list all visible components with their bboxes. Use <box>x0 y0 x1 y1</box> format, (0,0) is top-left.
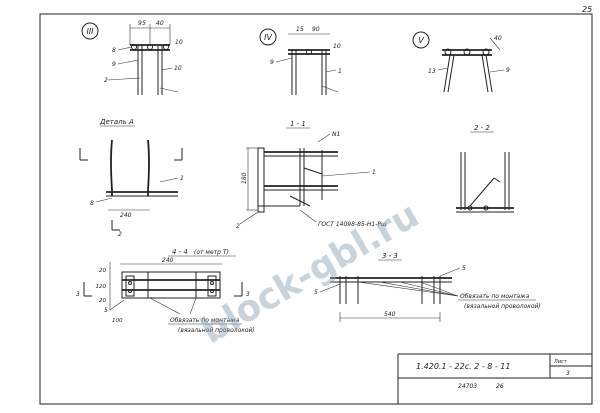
title-block: 1.420.1 - 22с. 2 - 8 - 11 Лист 3 24703 2… <box>397 353 592 404</box>
node-v-leader-13: 13 <box>428 68 436 75</box>
section-3-3-note-1: Обвязать по монтажа <box>460 293 530 300</box>
node-iv-leader-9: 9 <box>270 59 274 66</box>
section-1-1-title: 1 - 1 <box>290 120 306 128</box>
page-number: 25 <box>582 5 592 14</box>
section-4-4-subtitle: (от метр Т) <box>194 249 229 256</box>
section-1-1-leader-2: 2 <box>236 223 240 230</box>
section-4-4-dim-100: 100 <box>112 318 123 324</box>
node-v-marker <box>412 31 430 49</box>
node-iii-dim-3: 10 <box>175 39 183 46</box>
node-iv-dim-1: 15 <box>296 26 304 33</box>
node-iii: III 95 40 10 8 9 10 2 <box>81 20 183 95</box>
node-iv-dim-3: 10 <box>333 43 341 50</box>
section-4-4-dim-20b: 20 <box>99 298 106 304</box>
detail-a-dim-240: 240 <box>120 212 132 219</box>
node-v-leader-9: 9 <box>506 67 510 74</box>
node-iv-label: IV <box>264 33 272 42</box>
section-4-4-mark-left: 3 <box>76 291 80 298</box>
detail-a: Деталь А 8 1 240 2 <box>79 118 184 238</box>
detail-a-leader-1: 1 <box>180 175 184 182</box>
node-v-label: V <box>418 36 424 45</box>
node-iii-leader-2: 2 <box>104 77 108 84</box>
node-iii-leader-9: 9 <box>112 61 116 68</box>
section-1-1-leader-n1: N1 <box>332 131 340 138</box>
detail-a-mark-2: 2 <box>118 231 122 238</box>
node-iv-leader-1: 1 <box>338 68 342 75</box>
node-iii-leader-10: 10 <box>174 65 182 72</box>
node-iv: IV 15 90 10 9 1 <box>259 26 342 95</box>
title-sheet-number: 3 <box>566 370 570 377</box>
section-4-4-leader-5: 5 <box>104 307 108 314</box>
node-iv-dim-2: 90 <box>312 26 320 33</box>
node-iii-dim-1: 95 <box>138 20 146 27</box>
watermark: block-gbl.ru <box>194 195 426 353</box>
node-iv-marker <box>259 28 277 46</box>
node-iii-marker <box>81 22 99 40</box>
section-4-4-note-1: Обвязать по монтажа <box>170 317 240 324</box>
section-1-1-note: ГОСТ 14098-85-Н1-Рш <box>318 221 387 228</box>
section-4-4-title: 4 - 4 <box>172 248 188 256</box>
title-sheet-label: Лист <box>553 359 568 365</box>
section-3-3-note-2: (вязальной проволокой) <box>464 303 541 310</box>
title-inventory: 24703 <box>458 383 477 390</box>
section-3-3: 3 - 3 5 5 540 Обвязать по монтажа (вязал… <box>314 252 541 322</box>
title-designation: 1.420.1 - 22с. 2 - 8 - 11 <box>416 362 510 371</box>
detail-a-leader-8: 8 <box>90 200 94 207</box>
section-4-4-dim-120: 120 <box>96 284 107 290</box>
section-2-2: 2 - 2 <box>456 124 514 213</box>
node-iii-leader-8: 8 <box>112 47 116 54</box>
node-iii-label: III <box>86 27 94 36</box>
section-1-1-leader-1: 1 <box>372 169 376 176</box>
section-4-4: 4 - 4 (от метр Т) 240 20 120 20 100 5 3 … <box>76 248 255 334</box>
node-v: V 40 13 9 <box>412 31 510 93</box>
section-4-4-dim-240: 240 <box>162 257 174 264</box>
node-v-dim-1: 40 <box>494 35 502 42</box>
section-3-3-leader-5b: 5 <box>462 265 466 272</box>
node-iii-dim-2: 40 <box>156 20 164 27</box>
section-3-3-title: 3 - 3 <box>382 252 398 260</box>
section-4-4-note-2: (вязальной проволокой) <box>178 327 255 334</box>
title-sheet-bottom: 26 <box>496 383 504 390</box>
detail-a-title: Деталь А <box>99 118 134 126</box>
sheet-frame <box>39 13 593 405</box>
section-3-3-dim-540: 540 <box>384 311 396 318</box>
section-3-3-leader-5a: 5 <box>314 289 318 296</box>
section-4-4-dim-20a: 20 <box>99 268 106 274</box>
section-4-4-mark-right: 3 <box>246 291 250 298</box>
section-1-1: 1 - 1 180 N1 1 2 ГОСТ 14098-85-Н1-Рш <box>236 120 387 230</box>
section-1-1-dim-180: 180 <box>241 172 248 184</box>
section-2-2-title: 2 - 2 <box>474 124 490 132</box>
